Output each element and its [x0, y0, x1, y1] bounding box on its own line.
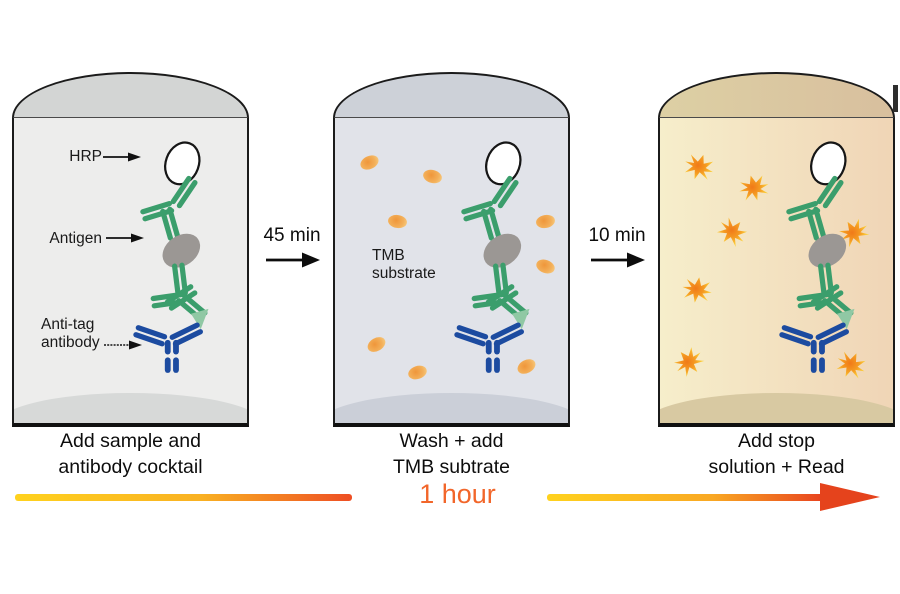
timeline-duration-label: 1 hour [419, 479, 496, 509]
colored-product-burst [680, 150, 717, 185]
antigen-label: Antigen [49, 230, 102, 247]
well-3-bottom-shade [660, 393, 893, 423]
transition-10min: 10 min [575, 225, 659, 274]
antigen-pointer-arrow-icon [106, 233, 144, 243]
step-3-caption-line2: solution + Read [708, 455, 845, 478]
timeline-bar-right [547, 494, 823, 501]
well-step-1: HRP Antigen Anti-tag antibody [12, 72, 249, 427]
tmb-substrate-label: TMB substrate [372, 247, 462, 283]
colored-product-burst [669, 342, 709, 381]
hrp-pointer-arrow-icon [103, 152, 141, 162]
step-2-caption: Wash + add TMB subtrate [333, 429, 570, 480]
colored-product-burst [680, 275, 714, 306]
colored-product-burst [712, 212, 752, 251]
transition-10min-label: 10 min [588, 225, 646, 246]
colored-product-burst [736, 172, 772, 205]
tmb-substrate-dot [387, 213, 408, 230]
timeline-arrowhead-icon [820, 483, 880, 511]
edge-artifact [893, 85, 898, 112]
step-2-caption-line1: Wash + add [399, 430, 504, 452]
anti-tag-antibody-label: Anti-tag antibody [41, 316, 121, 352]
tmb-substrate-dot [421, 167, 444, 186]
transition-45min: 45 min [250, 225, 334, 274]
tmb-substrate-dot [365, 334, 388, 355]
well-1-bottom-shade [14, 393, 247, 423]
tmb-label-line2: substrate [372, 265, 436, 282]
well-3-body [658, 118, 895, 427]
anti-tag-label-line1: Anti-tag [41, 316, 95, 333]
step-3-caption: Add stop solution + Read [658, 429, 895, 480]
antibody-complex-2 [448, 138, 545, 376]
anti-tag-pointer-arrow-icon [104, 340, 142, 350]
well-step-2: TMB substrate [333, 72, 570, 427]
transition-45min-label: 45 min [263, 225, 321, 246]
step-1-caption-line1: Add sample and [60, 430, 201, 452]
well-2-body: TMB substrate [333, 118, 570, 427]
step-1-caption-line2: antibody cocktail [58, 455, 203, 478]
well-3-dome [658, 72, 895, 118]
well-2-bottom-shade [335, 393, 568, 423]
step-2-caption-line2: TMB subtrate [392, 455, 511, 478]
right-arrow-icon [266, 252, 320, 268]
well-1-body: HRP Antigen Anti-tag antibody [12, 118, 249, 427]
step-1-caption: Add sample and antibody cocktail [12, 429, 249, 480]
tmb-substrate-dot [406, 363, 429, 382]
well-2-dome [333, 72, 570, 118]
step-3-caption-line1: Add stop [738, 430, 815, 452]
well-step-3 [658, 72, 895, 427]
hrp-label: HRP [69, 148, 102, 165]
antibody-complex-3 [773, 138, 870, 376]
anti-tag-label-line2: antibody [41, 334, 100, 351]
timeline-bar-left [15, 494, 352, 501]
tmb-label-line1: TMB [372, 247, 405, 264]
right-arrow-icon [591, 252, 645, 268]
well-1-dome [12, 72, 249, 118]
tmb-substrate-dot [358, 152, 381, 173]
